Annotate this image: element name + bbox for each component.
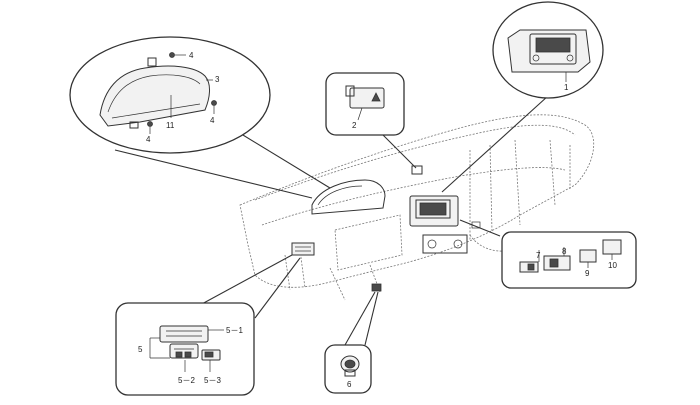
label-10: 10 (608, 261, 617, 270)
leader-switch (379, 131, 417, 169)
leader-vent-a (199, 254, 293, 306)
label-8: 8 (562, 247, 567, 256)
leader-vent-b (254, 257, 301, 319)
dashboard-assembly (239, 114, 594, 301)
callout-radio: 1 (441, 1, 604, 193)
callout-instrument-cluster: 4 3 4 4 11 (69, 36, 331, 199)
label-6: 6 (347, 380, 352, 389)
label-5: 5 (138, 345, 143, 354)
callout-switches: 7 8 9 10 (459, 219, 637, 289)
label-9: 9 (585, 269, 590, 278)
label-4-bottom: 4 (146, 135, 151, 144)
leader-radio (441, 95, 549, 193)
label-4-top: 4 (189, 51, 194, 60)
label-11: 11 (166, 121, 175, 130)
leader-cluster-b (237, 131, 331, 189)
label-2: 2 (352, 121, 357, 130)
leader-cluster-a (114, 149, 313, 199)
callout-vent: 5－1 5 5－2 5－3 (115, 254, 301, 396)
leader-knob-b (364, 291, 379, 346)
label-5-1: 5－1 (226, 326, 243, 335)
callout-knob: 6 (324, 291, 379, 394)
leader-knob-a (344, 291, 376, 346)
label-5-2: 5－2 (178, 376, 195, 385)
callout-hazard-switch: 2 (325, 72, 417, 169)
leader-switches (459, 219, 501, 237)
label-3: 3 (215, 75, 220, 84)
label-5-3: 5－3 (204, 376, 221, 385)
label-1: 1 (564, 83, 569, 92)
label-7: 7 (536, 251, 541, 260)
label-4-right: 4 (210, 116, 215, 125)
